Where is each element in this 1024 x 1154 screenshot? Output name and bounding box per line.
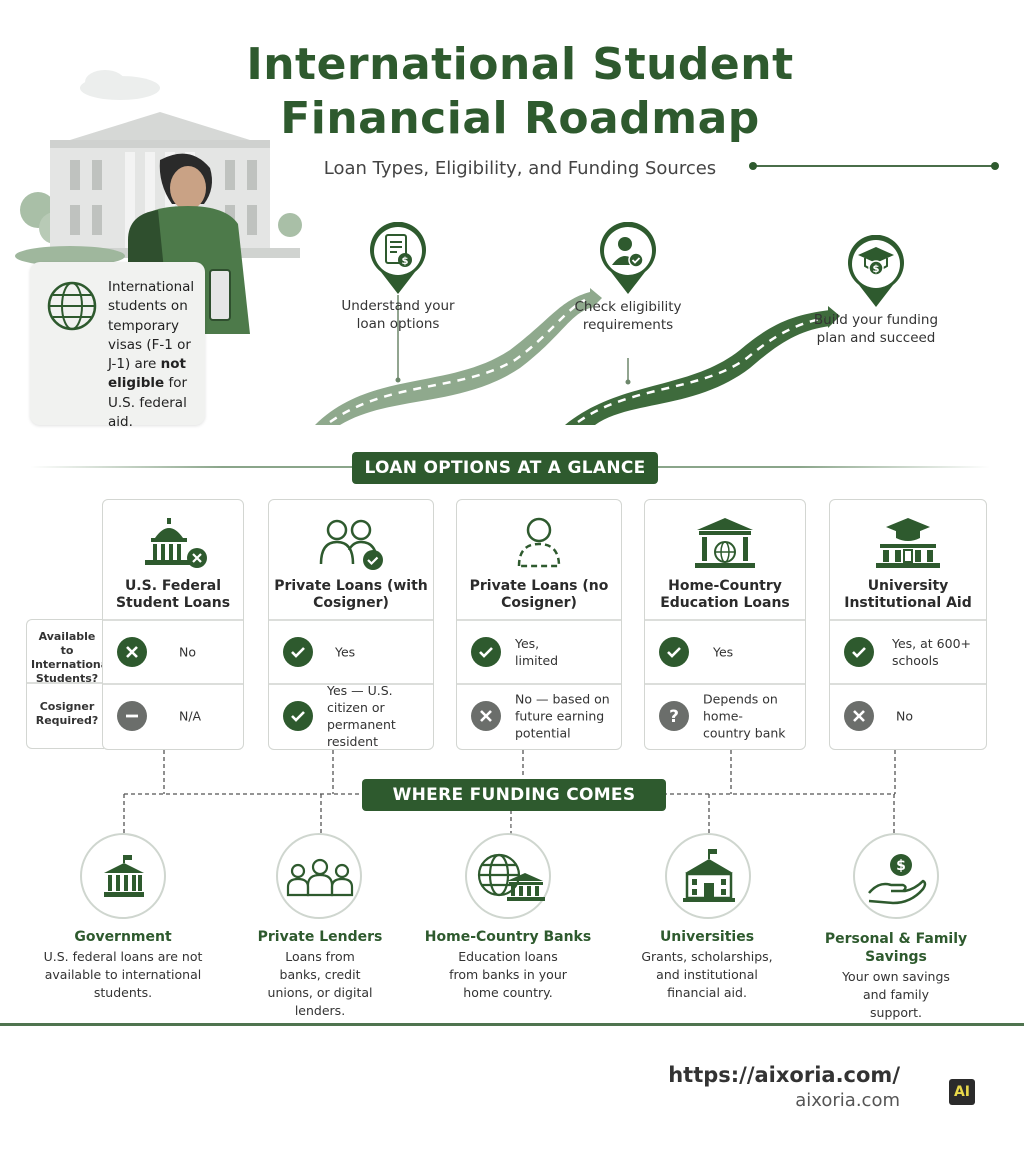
loan-card-private-no-cosigner: Private Loans (no Cosigner) Yes, limited… bbox=[456, 499, 622, 750]
loan-card-home-country: Home-Country Education Loans Yes ? Depen… bbox=[644, 499, 806, 750]
cosigner-value: No bbox=[896, 708, 913, 724]
availability-cell: Yes bbox=[645, 621, 805, 683]
page-subtitle: Loan Types, Eligibility, and Funding Sou… bbox=[323, 158, 717, 179]
two-people-check-icon bbox=[319, 519, 383, 570]
source-description: Education loans from banks in your home … bbox=[449, 949, 567, 1000]
roadmap-road bbox=[315, 288, 840, 425]
loan-card-title: Private Loans (with Cosigner) bbox=[274, 578, 428, 611]
check-circle-icon bbox=[471, 637, 501, 667]
source-circle-private-lenders bbox=[276, 833, 362, 919]
source-circle-savings: $ bbox=[853, 833, 939, 919]
check-circle-icon bbox=[283, 637, 313, 667]
source-title: Home-Country Banks bbox=[424, 929, 592, 945]
globe-bank-icon bbox=[477, 853, 545, 901]
svg-text:$: $ bbox=[896, 858, 906, 874]
capitol-x-icon bbox=[145, 518, 207, 568]
source-title: Universities bbox=[659, 929, 755, 945]
source-description: Loans from banks, credit unions, or digi… bbox=[267, 949, 373, 1018]
check-circle-icon bbox=[659, 637, 689, 667]
source-description: Your own savings and family support. bbox=[842, 969, 950, 1020]
source-description: U.S. federal loans are not available to … bbox=[43, 949, 203, 1000]
title-line-1: International Student bbox=[246, 39, 794, 90]
student-campus-illustration bbox=[15, 70, 302, 334]
loan-card-title: Private Loans (no Cosigner) bbox=[469, 578, 609, 611]
source-circle-universities bbox=[665, 833, 751, 919]
availability-value: Yes, at 600+ schools bbox=[892, 636, 971, 668]
loan-options-banner: LOAN OPTIONS AT A GLANCE bbox=[352, 452, 658, 484]
minus-circle-icon bbox=[117, 701, 147, 731]
row-label-available: Available to International Students? bbox=[31, 630, 112, 685]
source-title: Private Lenders bbox=[257, 929, 383, 945]
source-title: Personal & Family Savings bbox=[824, 931, 968, 965]
loan-card-title: U.S. Federal Student Loans bbox=[115, 578, 231, 611]
subtitle-decoration-line bbox=[749, 162, 999, 170]
loan-card-university: University Institutional Aid Yes, at 600… bbox=[829, 499, 987, 750]
footer-divider bbox=[0, 1023, 1024, 1026]
svg-text:$: $ bbox=[873, 264, 880, 275]
x-circle-icon bbox=[117, 637, 147, 667]
title-line-2: Financial Roadmap bbox=[280, 93, 760, 144]
svg-text:$: $ bbox=[402, 256, 409, 267]
availability-value: Yes bbox=[713, 644, 734, 660]
x-circle-gray-icon bbox=[844, 701, 874, 731]
globe-icon bbox=[47, 281, 97, 331]
bank-globe-icon bbox=[695, 518, 755, 568]
roadmap-step-2: Check eligibility requirements bbox=[574, 299, 682, 333]
loan-card-private-cosigner: Private Loans (with Cosigner) Yes Yes — … bbox=[268, 499, 434, 750]
people-group-icon bbox=[286, 858, 354, 897]
availability-value: No bbox=[179, 644, 196, 660]
notice-text: International students on temporary visa… bbox=[108, 279, 195, 431]
person-check-icon bbox=[600, 222, 656, 294]
availability-cell: Yes, at 600+ schools bbox=[830, 621, 986, 683]
graduation-cap-dollar-icon: $ bbox=[848, 235, 904, 307]
university-building-icon bbox=[683, 849, 735, 902]
cosigner-value: Depends on home-country bank bbox=[703, 691, 786, 741]
government-building-icon bbox=[104, 855, 144, 897]
availability-cell: Yes bbox=[269, 621, 433, 683]
availability-value: Yes, limited bbox=[515, 636, 559, 668]
loan-card-title: University Institutional Aid bbox=[844, 578, 972, 611]
loan-card-federal: U.S. Federal Student Loans No N/A bbox=[102, 499, 244, 750]
cosigner-cell: No bbox=[830, 685, 986, 747]
cosigner-cell: ? Depends on home-country bank bbox=[645, 685, 805, 747]
row-label-cosigner: Cosigner Required? bbox=[35, 700, 99, 727]
availability-cell: No bbox=[103, 621, 243, 683]
cosigner-cell: Yes — U.S. citizen or permanent resident bbox=[269, 683, 433, 749]
footer-domain: aixoria.com bbox=[795, 1090, 900, 1111]
cosigner-cell: No — based on future earning potential bbox=[457, 685, 621, 747]
check-circle-icon bbox=[844, 637, 874, 667]
availability-value: Yes bbox=[335, 644, 356, 660]
university-cap-icon bbox=[876, 518, 940, 568]
cosigner-value: No — based on future earning potential bbox=[515, 691, 610, 741]
page-title: International Student Financial Roadmap bbox=[180, 38, 860, 146]
x-circle-gray-icon bbox=[471, 701, 501, 731]
source-circle-home-country-banks bbox=[465, 833, 551, 919]
eligibility-notice: International students on temporary visa… bbox=[30, 262, 205, 430]
check-circle-icon bbox=[283, 701, 313, 731]
notice-emphasis: not eligible bbox=[108, 356, 186, 392]
source-circle-government bbox=[80, 833, 166, 919]
svg-text:?: ? bbox=[669, 707, 679, 727]
roadmap-step-3: Build your funding plan and succeed bbox=[813, 312, 939, 346]
source-title: Government bbox=[74, 929, 172, 945]
question-circle-icon: ? bbox=[659, 701, 689, 731]
availability-cell: Yes, limited bbox=[457, 621, 621, 683]
cosigner-value: Yes — U.S. citizen or permanent resident bbox=[327, 683, 396, 749]
funding-sources-banner: WHERE FUNDING COMES FROM bbox=[362, 779, 666, 837]
footer-url-link[interactable]: https://aixoria.com/ bbox=[668, 1063, 900, 1087]
source-description: Grants, scholarships, and institutional … bbox=[641, 949, 773, 1000]
ai-logo-icon: AI bbox=[949, 1079, 975, 1105]
row-labels-column: Available to International Students? Cos… bbox=[26, 619, 112, 749]
cosigner-cell: N/A bbox=[103, 685, 243, 747]
hand-dollar-icon: $ bbox=[868, 854, 927, 905]
roadmap-step-1: Understand your loan options bbox=[341, 298, 455, 332]
document-dollar-icon: $ bbox=[370, 222, 426, 294]
loan-card-title: Home-Country Education Loans bbox=[660, 578, 790, 611]
person-outline-icon bbox=[517, 517, 561, 568]
cosigner-value: N/A bbox=[179, 708, 202, 724]
